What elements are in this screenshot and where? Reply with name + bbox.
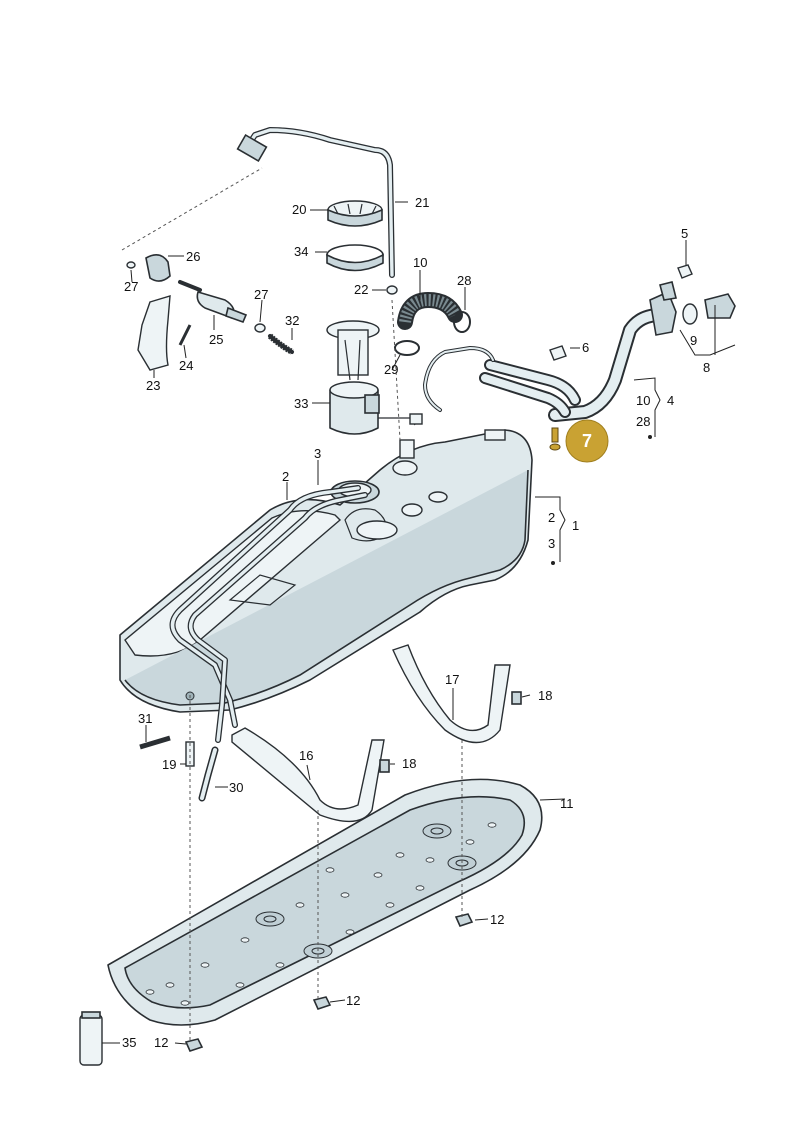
- pin-24: [178, 324, 192, 346]
- callout-19: 19: [162, 757, 176, 772]
- callout-8: 8: [703, 360, 710, 375]
- clamp-28: [453, 311, 471, 333]
- callout-10b: 10: [636, 393, 650, 408]
- vent-line-21: [236, 127, 398, 295]
- skid-plate: [107, 778, 543, 1026]
- tank-strap-16: [231, 727, 385, 823]
- fuel-pump-module: [326, 320, 423, 435]
- seal-ring-9: [682, 303, 698, 325]
- fuel-lines-on-tank: [169, 485, 368, 743]
- callout-28a: 28: [457, 273, 471, 288]
- callout-2-tank: 2: [282, 469, 289, 484]
- callout-18a: 18: [538, 688, 552, 703]
- callout-1: 1: [572, 518, 579, 533]
- filler-cap-8: [704, 293, 736, 319]
- callout-18b: 18: [402, 756, 416, 771]
- callout-25: 25: [209, 332, 223, 347]
- callout-29: 29: [384, 362, 398, 377]
- sealant-tube-35: [79, 1011, 103, 1066]
- stud-31: [139, 735, 171, 750]
- connecting-hose-10: [394, 292, 471, 356]
- callout-16: 16: [299, 748, 313, 763]
- callout-30: 30: [229, 780, 243, 795]
- clamp-26: [145, 254, 171, 282]
- highlight-label: 7: [582, 431, 592, 451]
- callout-20: 20: [292, 202, 306, 217]
- callout-21: 21: [415, 195, 429, 210]
- callout-28b: 28: [636, 414, 650, 429]
- bracket-23: [137, 295, 171, 371]
- callout-10a: 10: [413, 255, 427, 270]
- callout-12b: 12: [346, 993, 360, 1008]
- callout-2: 2: [548, 510, 555, 525]
- fuel-tank: [119, 429, 533, 713]
- callout-24: 24: [179, 358, 193, 373]
- hose-30: [198, 746, 219, 802]
- filler-neck: [479, 264, 736, 422]
- leader-lines: [102, 201, 736, 1045]
- callout-17: 17: [445, 672, 459, 687]
- breather-line: [423, 346, 495, 412]
- lock-ring-20: [327, 200, 383, 227]
- tank-strap-17: [392, 644, 511, 744]
- callout-34: 34: [294, 244, 308, 259]
- callout-6: 6: [582, 340, 589, 355]
- clamp-29: [394, 340, 420, 356]
- highlight-badge: 7: [565, 419, 609, 463]
- callout-12c: 12: [154, 1035, 168, 1050]
- callout-9: 9: [690, 333, 697, 348]
- clip-5: [677, 264, 693, 279]
- clip-6: [549, 345, 567, 361]
- seal-27a: [126, 261, 136, 269]
- fuel-filter-25: [178, 280, 294, 355]
- grommet-22: [386, 285, 398, 295]
- callout-32: 32: [285, 313, 299, 328]
- seal-27b: [254, 323, 266, 333]
- callout-33: 33: [294, 396, 308, 411]
- callout-12a: 12: [490, 912, 504, 927]
- callout-11: 11: [560, 796, 574, 811]
- callout-35: 35: [122, 1035, 136, 1050]
- callout-31: 31: [138, 711, 152, 726]
- seal-34: [326, 244, 384, 272]
- callout-3-tank: 3: [314, 446, 321, 461]
- callout-27b: 27: [254, 287, 268, 302]
- callout-27a: 27: [124, 279, 138, 294]
- callout-4: 4: [667, 393, 674, 408]
- callout-3: 3: [548, 536, 555, 551]
- assembly-lines: [121, 167, 463, 1040]
- callout-5: 5: [681, 226, 688, 241]
- bolt-19: [185, 741, 195, 767]
- fasteners: [184, 691, 522, 1052]
- callout-23: 23: [146, 378, 160, 393]
- callout-22: 22: [354, 282, 368, 297]
- bolt-7: [549, 427, 561, 451]
- callout-26: 26: [186, 249, 200, 264]
- callout-numbers: 1 2 3 4 5 6 8 9 10 11 12 12 12 16 17 18 …: [122, 195, 710, 1050]
